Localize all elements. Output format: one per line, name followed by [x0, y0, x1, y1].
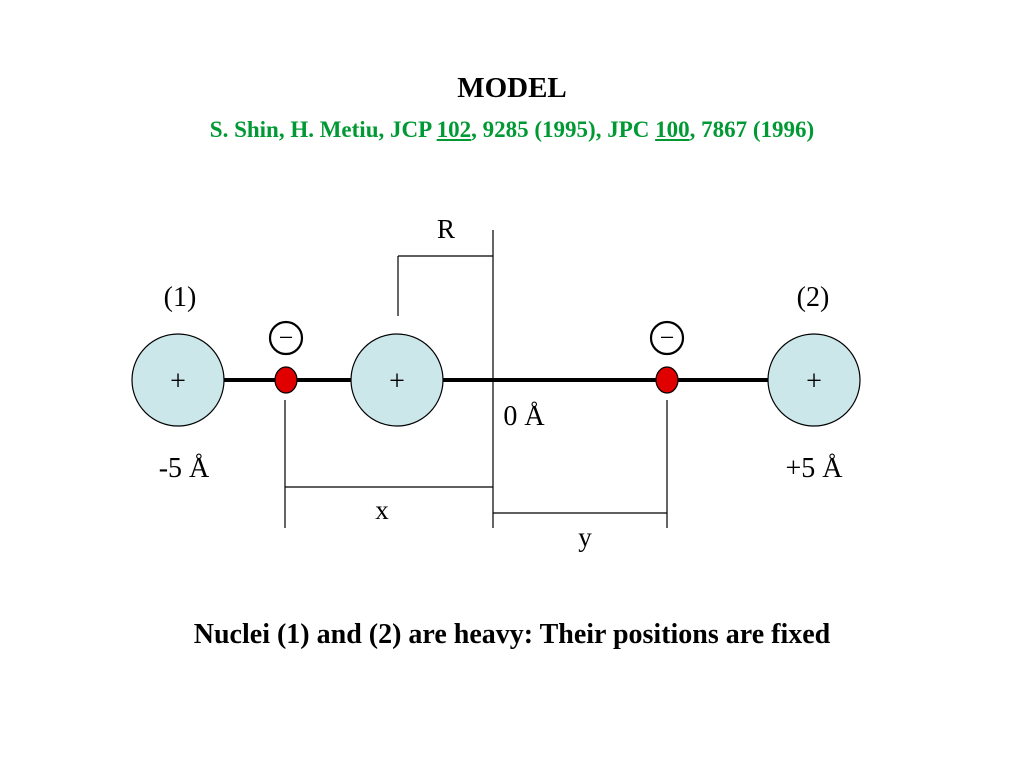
citation: S. Shin, H. Metiu, JCP 102, 9285 (1995),…: [0, 117, 1024, 143]
electron-2: [655, 366, 679, 394]
citation-authors: S. Shin, H. Metiu, JCP: [209, 117, 437, 142]
electron-2-charge-ring: [649, 320, 685, 356]
electron-1-charge-ring: [268, 320, 304, 356]
nucleus-2: [767, 333, 861, 427]
moving-proton-charge: +: [389, 366, 405, 397]
electron-1: [274, 366, 298, 394]
nucleus-1: [131, 333, 225, 427]
caption: Nuclei (1) and (2) are heavy: Their posi…: [193, 619, 831, 650]
nucleus-2-charge: +: [806, 366, 822, 397]
nucleus-1-label: (1): [164, 282, 197, 313]
electron-1-charge: −: [279, 323, 294, 352]
slide-title: MODEL: [457, 72, 567, 104]
electron-2-charge: −: [660, 323, 675, 352]
y-label: y: [578, 522, 592, 552]
citation-end: , 7867 (1996): [689, 117, 815, 142]
left-position-label: -5 Å: [159, 453, 210, 484]
origin-label: 0 Å: [503, 401, 545, 432]
nucleus-2-label: (2): [797, 282, 830, 313]
nucleus-1-charge: +: [170, 366, 186, 397]
citation-middle: , 9285 (1995), JPC: [471, 117, 656, 142]
citation-volume-jpc: 100: [655, 117, 690, 142]
citation-volume-jcp: 102: [436, 117, 472, 142]
x-label: x: [375, 495, 389, 525]
moving-proton: [350, 333, 444, 427]
r-label: R: [437, 214, 455, 244]
right-position-label: +5 Å: [785, 453, 843, 484]
